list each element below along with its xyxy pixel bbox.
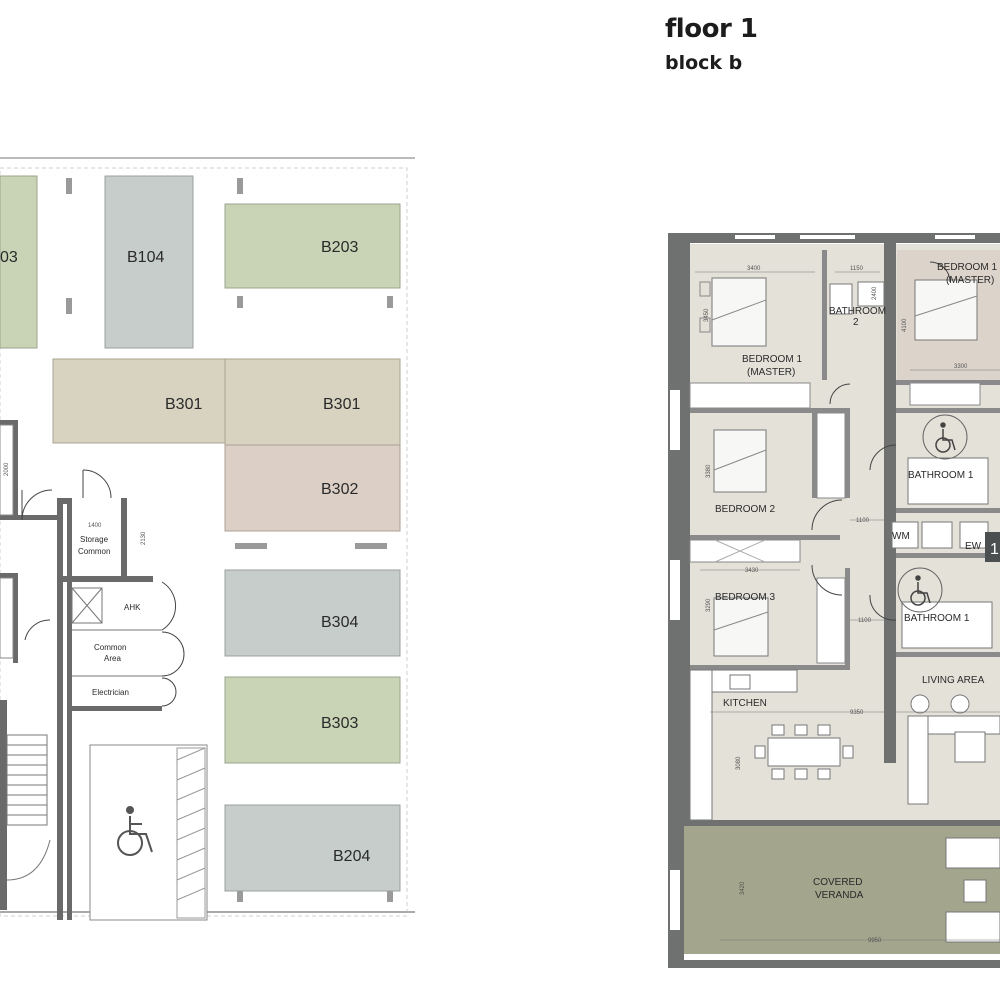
room-label-electrician: Electrician xyxy=(92,688,129,697)
room-label-veranda-1: COVERED xyxy=(813,877,862,888)
accessible-parking-bay xyxy=(89,744,208,921)
plot-b301b xyxy=(224,358,401,446)
dim-3450: 3450 xyxy=(704,308,710,322)
room-label-bathroom-1b: BATHROOM 1 xyxy=(904,613,970,624)
page-subtitle: block b xyxy=(665,52,743,74)
plot-b302 xyxy=(224,444,401,532)
dim-9950: 9950 xyxy=(868,938,882,944)
room-label-bedroom-1-right-master: (MASTER) xyxy=(946,275,994,286)
plot-label-b304: B304 xyxy=(321,614,358,631)
room-label-common-line1: Common xyxy=(94,643,126,652)
plot-label-b303: B303 xyxy=(321,715,358,732)
dim-3400: 3400 xyxy=(747,266,761,272)
room-label-bedroom-1-master: (MASTER) xyxy=(747,367,795,378)
room-label-bedroom-2: BEDROOM 2 xyxy=(715,504,775,515)
plot-b304 xyxy=(224,569,401,657)
dim-9350: 9350 xyxy=(850,710,864,716)
site-plan: 03 B104 B203 B301 B301 B302 B304 B303 B2… xyxy=(0,157,415,921)
room-label-common-line2: Area xyxy=(104,654,121,663)
room-label-bathroom-2-num: 2 xyxy=(853,317,859,328)
wheelchair-icon-bath-1 xyxy=(935,422,956,453)
room-label-kitchen: KITCHEN xyxy=(723,698,767,709)
room-label-veranda-2: VERANDA xyxy=(815,890,864,901)
room-label-storage-line1: Storage xyxy=(80,535,109,544)
plot-b104 xyxy=(104,175,194,349)
dim-3430: 3430 xyxy=(745,568,759,574)
dim-2000: 2000 xyxy=(4,462,10,476)
plot-b301a xyxy=(52,358,226,444)
room-label-storage-line2: Common xyxy=(78,547,110,556)
dim-3380: 3380 xyxy=(706,464,712,478)
room-label-wm: WM xyxy=(892,531,910,542)
dim-1100a: 1100 xyxy=(856,518,870,524)
plot-label-b104: B104 xyxy=(127,249,164,266)
room-label-bedroom-1-right: BEDROOM 1 xyxy=(937,262,997,273)
plot-label-b103: 03 xyxy=(0,249,18,266)
plot-b204 xyxy=(224,804,401,892)
unit-badge-label: 1 xyxy=(990,541,999,558)
room-label-ahk: AHK xyxy=(124,603,141,612)
dim-3420: 3420 xyxy=(740,881,746,895)
plot-b203 xyxy=(224,203,401,289)
plot-label-b204: B204 xyxy=(333,848,370,865)
plot-b103 xyxy=(0,175,38,349)
room-label-bathroom-2: BATHROOM xyxy=(829,306,886,317)
dim-3300: 3300 xyxy=(954,364,968,370)
plot-label-b301b: B301 xyxy=(323,396,360,413)
plot-label-b301a: B301 xyxy=(165,396,202,413)
dim-1400: 1400 xyxy=(88,523,102,529)
room-label-living-area: LIVING AREA xyxy=(922,675,985,686)
dim-4100: 4100 xyxy=(902,318,908,332)
room-label-bathroom-1a: BATHROOM 1 xyxy=(908,470,974,481)
page-title: floor 1 xyxy=(665,14,758,44)
dim-1150: 1150 xyxy=(850,266,864,272)
plot-label-b203: B203 xyxy=(321,239,358,256)
room-label-ew: EW xyxy=(965,541,982,552)
unit-badge xyxy=(985,532,1000,562)
dim-3080: 3080 xyxy=(736,756,742,770)
dim-1100b: 1100 xyxy=(858,618,872,624)
wheelchair-icon xyxy=(117,806,153,856)
room-label-bedroom-3: BEDROOM 3 xyxy=(715,592,775,603)
dim-2400: 2400 xyxy=(872,286,878,300)
room-label-bedroom-1: BEDROOM 1 xyxy=(742,354,802,365)
dim-2130: 2130 xyxy=(141,531,147,545)
wheelchair-icon-bath-2 xyxy=(910,575,931,606)
apartment-plan: BEDROOM 1 (MASTER) BATHROOM 2 BEDROOM 2 … xyxy=(668,233,1000,968)
dim-3290: 3290 xyxy=(706,598,712,612)
plot-b303 xyxy=(224,676,401,764)
plot-label-b302: B302 xyxy=(321,481,358,498)
